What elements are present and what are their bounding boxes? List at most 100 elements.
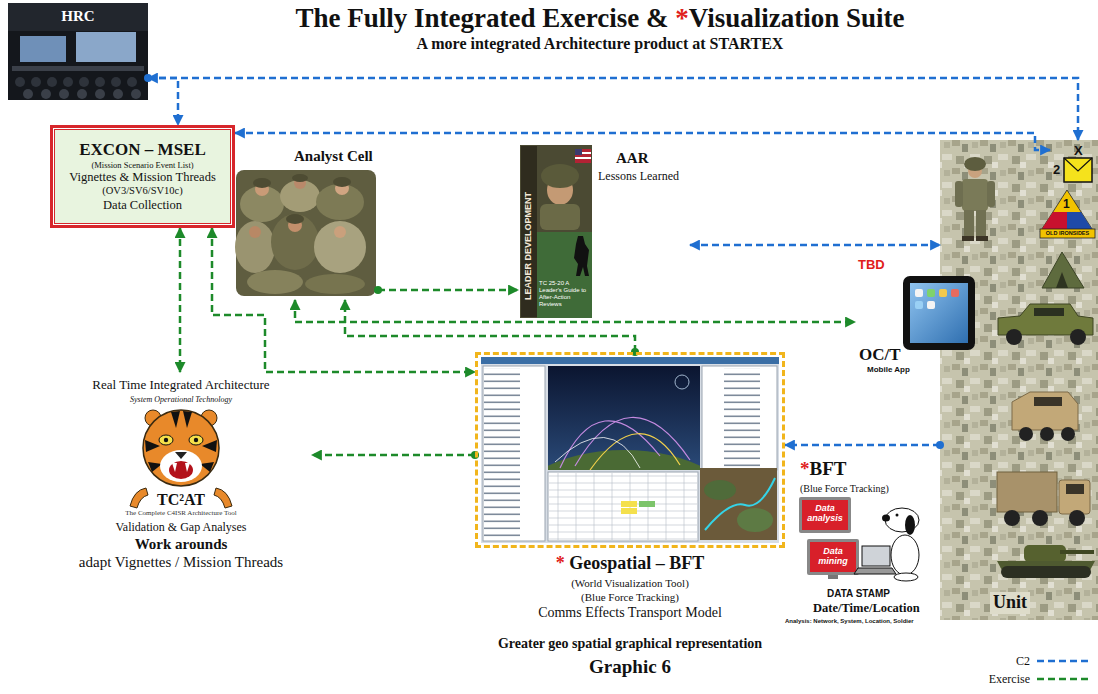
aar-book <box>520 145 592 318</box>
geospatial-screenshot <box>705 478 775 530</box>
snoopy-figure <box>862 546 890 566</box>
tiger-logo <box>189 435 203 445</box>
ipad-icon <box>927 289 935 297</box>
unit-band <box>940 140 1098 620</box>
hrc-photo <box>41 89 51 99</box>
snoopy-figure <box>854 508 919 581</box>
humvee-icon <box>1006 329 1022 345</box>
snoopy-figure <box>905 515 915 535</box>
node-text: * Geospatial – BFT <box>475 553 785 575</box>
analyst-photo <box>333 177 351 187</box>
mrap-icon <box>1034 397 1062 406</box>
legend-text: Exercise <box>989 672 1030 687</box>
geospatial-screenshot <box>700 468 777 540</box>
book-spine-text: LEADER DEVELOPMENT <box>523 192 534 300</box>
tiger-logo <box>200 462 214 472</box>
node-text: (Mission Scenario Event List) <box>91 160 193 170</box>
soldier-icon <box>976 236 988 241</box>
analyst-photo <box>271 214 319 270</box>
soldier-icon <box>962 236 974 241</box>
hrc-photo <box>76 32 136 62</box>
ipad-icon <box>903 276 975 350</box>
asterisk: * <box>800 458 810 479</box>
tiger-logo <box>171 411 180 428</box>
analyst-photo <box>314 221 366 273</box>
analyst-photo <box>235 221 275 273</box>
hrc-photo <box>77 89 87 99</box>
node-text: HRC <box>8 7 148 25</box>
aar-book <box>575 157 591 159</box>
tiger-logo <box>159 435 173 445</box>
snoopy-figure <box>896 514 899 517</box>
diagram-title: The Fully Integrated Exercise & *Visuali… <box>100 2 1098 34</box>
hrc-photo <box>127 77 137 87</box>
hrc-photo <box>47 77 57 87</box>
excon-box: EXCON – MSEL(Mission Scenario Event List… <box>50 125 235 228</box>
tiger-logo <box>148 462 162 472</box>
geospatial-node: * Geospatial – BFT(World Visualization T… <box>475 352 785 624</box>
geospatial-screenshot <box>590 434 680 470</box>
tiger-logo <box>145 440 160 452</box>
node-text: TBD <box>858 257 885 273</box>
patch-number: 1 <box>1063 197 1070 211</box>
monitor-text: Data analysis <box>803 503 847 524</box>
soldier-icon <box>964 157 986 171</box>
tank-icon <box>997 545 1095 578</box>
connector <box>179 228 182 372</box>
mrap-icon <box>1012 392 1078 430</box>
snoopy-figure <box>854 568 896 574</box>
connector <box>345 300 635 352</box>
connector-tail-dot <box>936 441 944 449</box>
truck-icon <box>1004 510 1020 526</box>
node-text: (OV3/SV6/SV10c) <box>102 185 183 198</box>
mrap-icon <box>1061 427 1075 441</box>
connector <box>148 78 178 125</box>
brigade-symbol <box>1064 158 1092 171</box>
hrc-photo <box>63 77 73 87</box>
analyst-photo <box>305 274 365 294</box>
geospatial-screenshot <box>675 375 689 389</box>
brigade-symbol <box>1064 158 1092 182</box>
tent-icon <box>1056 272 1068 288</box>
legend-text: C2 <box>1016 654 1030 669</box>
geospatial-screenshot <box>548 472 698 541</box>
geospatial-screenshot <box>549 473 697 540</box>
truck-icon <box>1069 510 1085 526</box>
geospatial-screenshot <box>484 368 544 540</box>
book-cover-text: TC 25-20 A Leader's Guide to After-Actio… <box>539 280 591 308</box>
tiger-logo <box>175 452 187 459</box>
monitor-icon <box>802 500 848 530</box>
node-text: 2 <box>1053 162 1060 178</box>
hrc-photo <box>12 66 144 71</box>
tiger-logo <box>172 463 177 472</box>
hrc-photo <box>95 77 105 87</box>
oct-node: TBDOC/TMobile App <box>855 255 977 375</box>
ipad-icon <box>939 289 947 297</box>
hrc-photo <box>31 77 41 87</box>
ipad-icon <box>927 301 935 309</box>
geospatial-screenshot <box>737 508 773 532</box>
analyst-photo <box>253 178 271 188</box>
division-patch <box>1040 190 1094 232</box>
tiger-logo <box>185 463 190 472</box>
tent-icon <box>1042 252 1084 288</box>
unit-band: UnitX2 <box>940 140 1098 620</box>
truck-icon <box>997 472 1090 526</box>
geospatial-screenshot <box>704 480 736 500</box>
hrc-photo <box>113 89 123 99</box>
bft-node: *BFT(Blue Force Tracking)DATA STAMPDate/… <box>795 458 940 628</box>
connector <box>378 289 518 292</box>
hrc-photo <box>59 89 69 99</box>
geospatial-screenshot <box>481 357 779 543</box>
node-text: Mobile App <box>867 365 910 375</box>
aar-book <box>575 149 582 155</box>
ipad-icon <box>915 289 923 297</box>
analyst-photo <box>236 170 376 296</box>
ipad-icon <box>951 289 959 297</box>
geospatial-screenshot <box>621 501 637 507</box>
monitor-icon <box>799 497 851 533</box>
asterisk: * <box>556 553 565 573</box>
